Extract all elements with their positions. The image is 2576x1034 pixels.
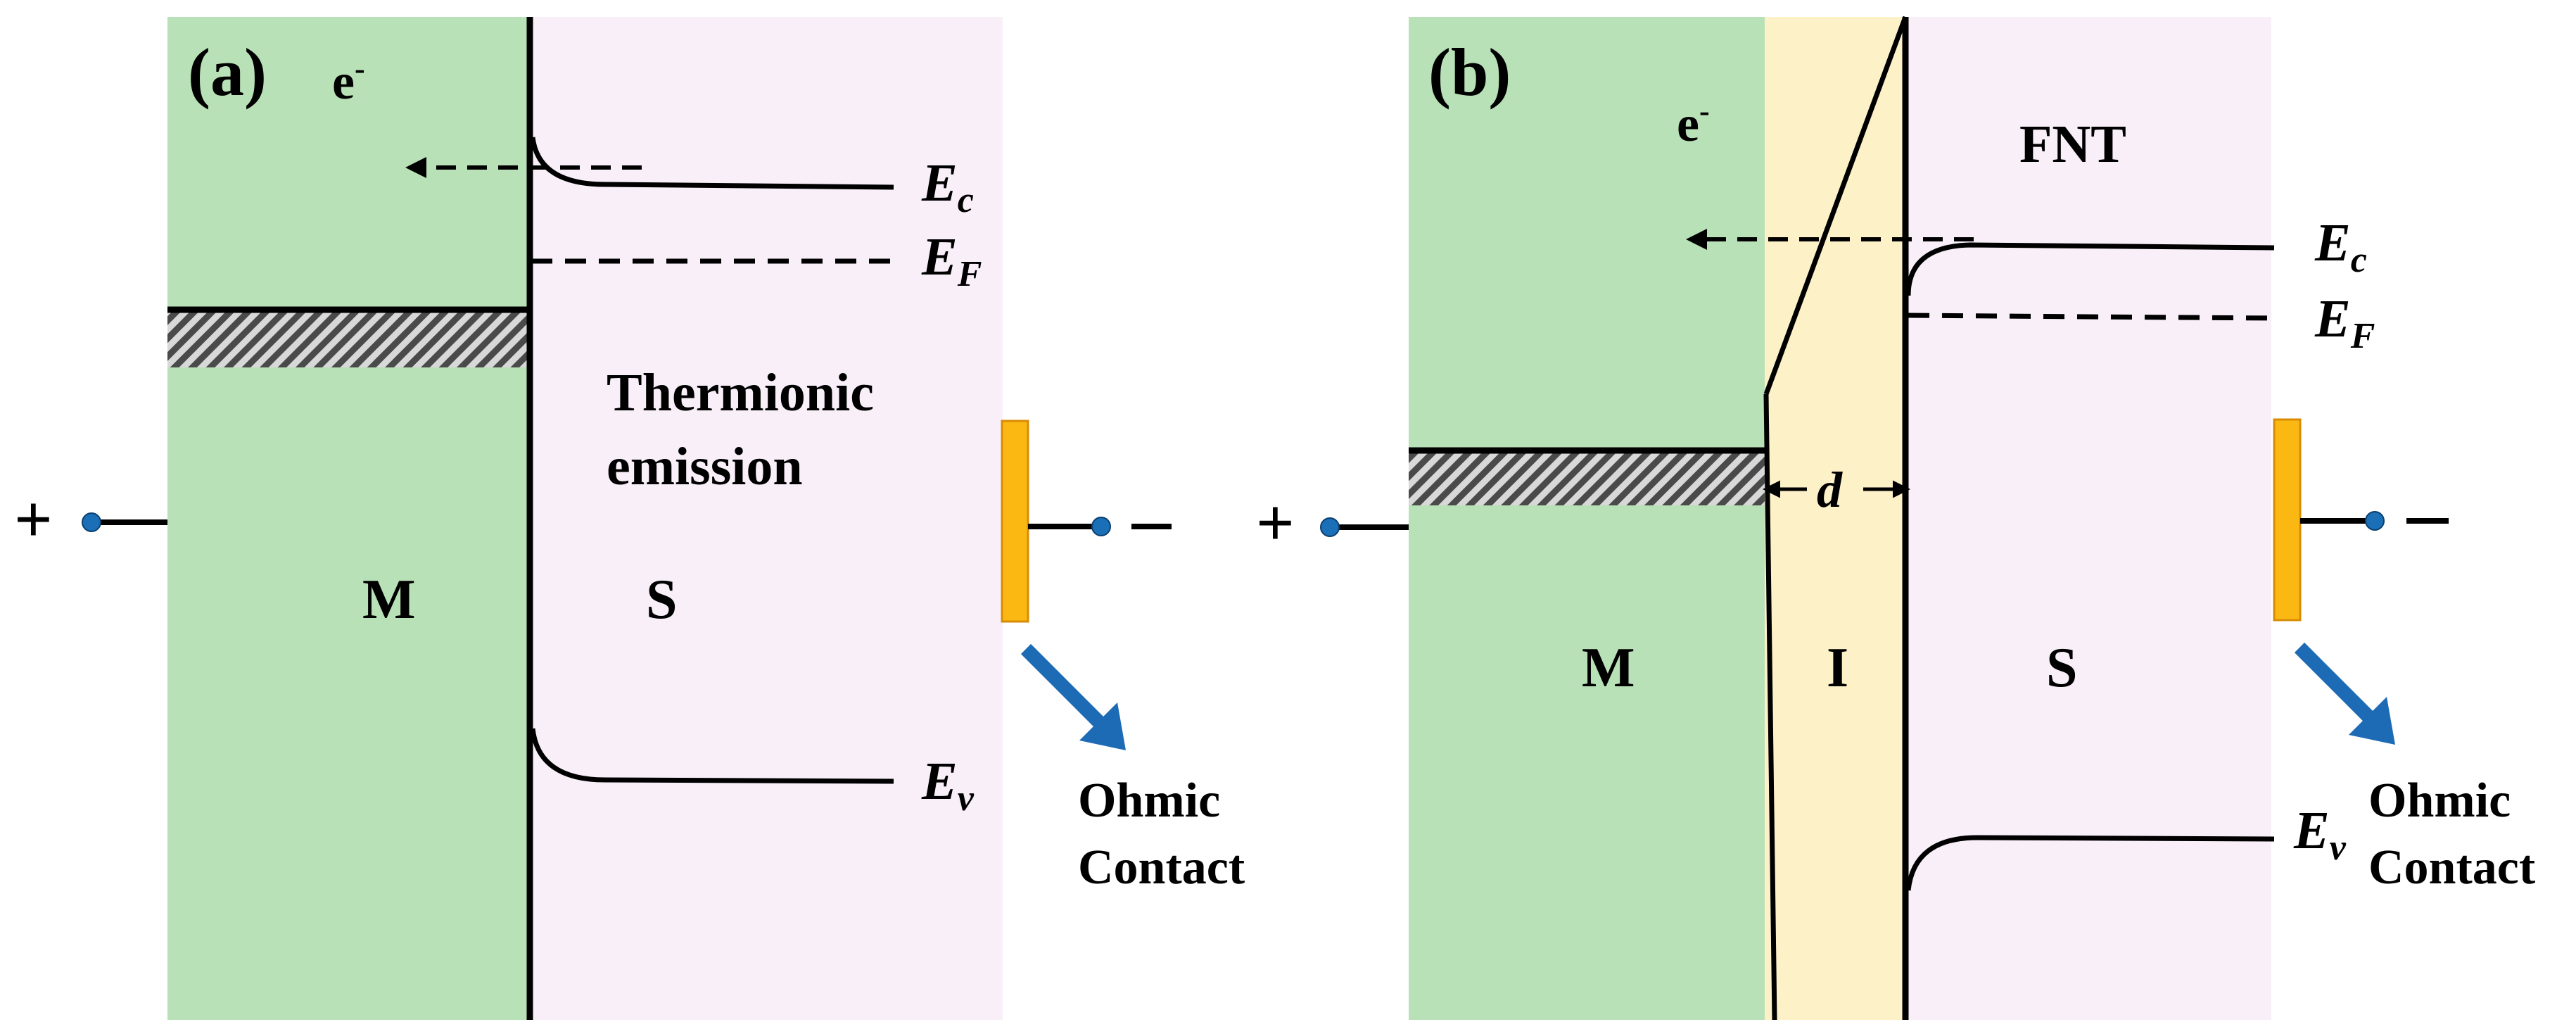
insulator-left-edge [1763, 393, 1777, 1021]
ohmic-contact-a [1001, 420, 1029, 623]
contact-label-a-line2: Contact [1078, 840, 1245, 895]
hatched-band-a [167, 310, 530, 367]
metal-label-b: M [1582, 637, 1635, 699]
ec-label-b: Ec [2314, 213, 2367, 280]
panel-label-a: (a) [188, 34, 267, 110]
ef-label-b: EF [2314, 289, 2375, 356]
conduction-band-b [1905, 242, 2275, 296]
right-terminal-b [2365, 511, 2385, 531]
ev-label-a: Ev [921, 752, 975, 819]
mechanism-label-a-line2: emission [607, 437, 803, 496]
semiconductor-label-b: S [2046, 637, 2078, 699]
contact-label-b-line1: Ohmic [2368, 774, 2511, 828]
pointer-arrow-a [1020, 643, 1126, 750]
panel-a: (a) e- Ec EF Ev Thermionic emission M S … [14, 17, 1245, 1020]
semiconductor-label-a: S [646, 569, 678, 631]
hatched-band-b [1409, 450, 1765, 505]
pointer-arrow-b [2294, 642, 2395, 745]
valence-band-b [1905, 835, 2275, 891]
ev-label-b: Ev [2293, 801, 2347, 868]
mechanism-label-b: FNT [2019, 115, 2126, 174]
contact-label-a-line1: Ohmic [1078, 774, 1220, 828]
panel-b: d (b) e- FNT Ec EF Ev M I S + Ohmic Cont… [1256, 15, 2535, 1021]
metal-label-a: M [362, 569, 416, 631]
plus-terminal-label-b: + [1256, 485, 1295, 560]
ohmic-contact-b [2273, 418, 2302, 622]
electron-label-a: e- [332, 51, 365, 110]
semiconductor-region-b [1905, 17, 2271, 1020]
contact-label-b-line2: Contact [2368, 840, 2535, 895]
valence-band-a [530, 728, 894, 784]
electron-label-b: e- [1677, 94, 1710, 152]
insulator-label-b: I [1827, 637, 1848, 699]
plus-terminal-label-a: + [14, 481, 53, 557]
fermi-level-b [1908, 313, 2275, 321]
right-terminal-a [1091, 517, 1111, 536]
panel-label-b: (b) [1428, 34, 1511, 110]
ef-label-a: EF [921, 227, 982, 294]
thickness-label: d [1817, 462, 1843, 518]
conduction-band-a [530, 137, 894, 190]
metal-region-a [167, 17, 530, 1020]
left-terminal-a [82, 512, 101, 532]
left-terminal-b [1320, 517, 1340, 537]
metal-region-b [1409, 17, 1765, 1020]
insulator-region-b [1765, 17, 1905, 1020]
mechanism-label-a-line1: Thermionic [607, 363, 874, 422]
ec-label-a: Ec [921, 153, 974, 220]
tunneling-barrier [1763, 15, 1908, 396]
